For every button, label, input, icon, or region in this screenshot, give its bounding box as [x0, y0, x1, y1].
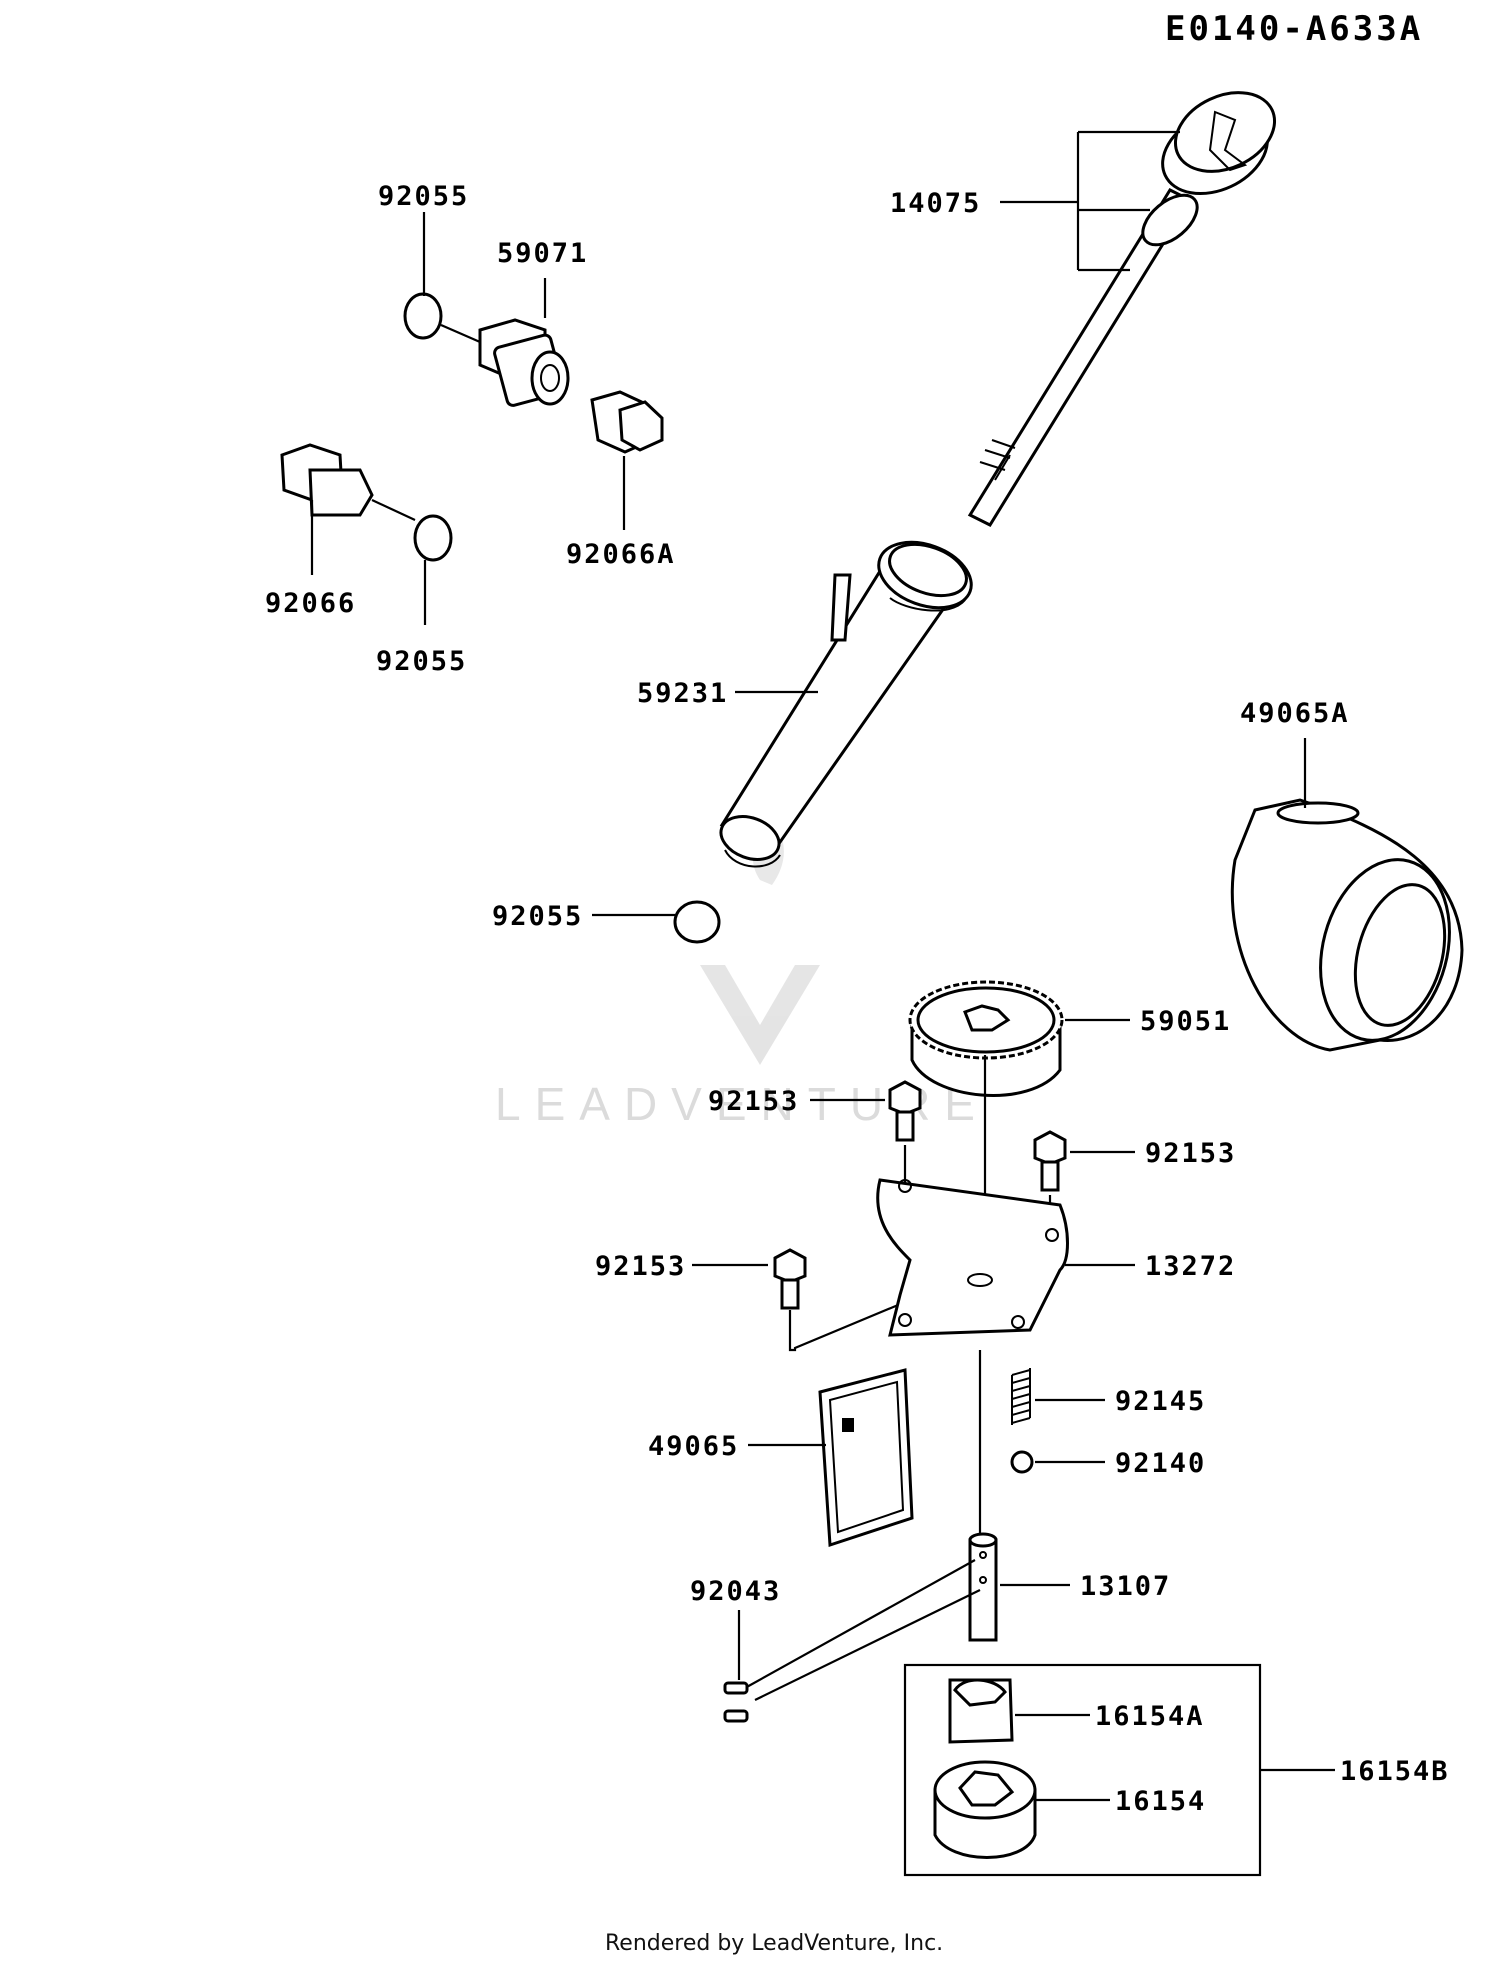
label-92145: 92145 — [1115, 1386, 1206, 1417]
oil-screen-49065 — [818, 1368, 914, 1548]
drain-plug-92066a — [590, 390, 664, 454]
inner-rotor-16154a — [948, 1678, 1014, 1744]
label-49065: 49065 — [648, 1431, 739, 1462]
label-14075: 14075 — [890, 188, 981, 219]
label-92140: 92140 — [1115, 1448, 1206, 1479]
label-92153-b: 92153 — [1145, 1138, 1236, 1169]
label-92055-middle: 92055 — [376, 646, 467, 677]
bolt-92153-b — [1033, 1130, 1067, 1192]
shaft-13107 — [968, 1532, 998, 1642]
footer-credit: Rendered by LeadVenture, Inc. — [605, 1931, 943, 1956]
bolt-92153-a — [888, 1080, 922, 1142]
oring-92055-middle — [413, 514, 453, 562]
cover-plate-13272 — [876, 1178, 1069, 1337]
label-59051: 59051 — [1140, 1006, 1231, 1037]
drain-plug-92066 — [280, 443, 374, 517]
ball-92140 — [1010, 1450, 1034, 1474]
label-59231: 59231 — [637, 678, 728, 709]
label-16154b: 16154B — [1340, 1756, 1450, 1787]
filler-tube-59231 — [719, 540, 973, 868]
label-13107: 13107 — [1080, 1571, 1171, 1602]
pin-92043 — [723, 1681, 749, 1723]
dipstick-14075 — [967, 91, 1277, 527]
label-92055-bottom: 92055 — [492, 901, 583, 932]
oring-92055-bottom — [673, 900, 721, 944]
label-92055-top: 92055 — [378, 181, 469, 212]
label-92153-a: 92153 — [708, 1086, 799, 1117]
oring-92055-top — [403, 292, 443, 340]
drain-fitting-59071 — [478, 318, 570, 407]
label-92153-c: 92153 — [595, 1251, 686, 1282]
spring-92145 — [1011, 1368, 1031, 1425]
label-92043: 92043 — [690, 1576, 781, 1607]
label-92066: 92066 — [265, 588, 356, 619]
label-92066a: 92066A — [566, 539, 676, 570]
oil-filter-49065a — [1230, 798, 1464, 1052]
label-16154a: 16154A — [1095, 1701, 1205, 1732]
label-16154: 16154 — [1115, 1786, 1206, 1817]
diagram-code: E0140-A633A — [1165, 9, 1423, 49]
outer-rotor-16154 — [933, 1760, 1037, 1859]
label-59071: 59071 — [497, 238, 588, 269]
label-13272: 13272 — [1145, 1251, 1236, 1282]
label-49065a: 49065A — [1240, 698, 1350, 729]
bolt-92153-c — [773, 1248, 807, 1310]
